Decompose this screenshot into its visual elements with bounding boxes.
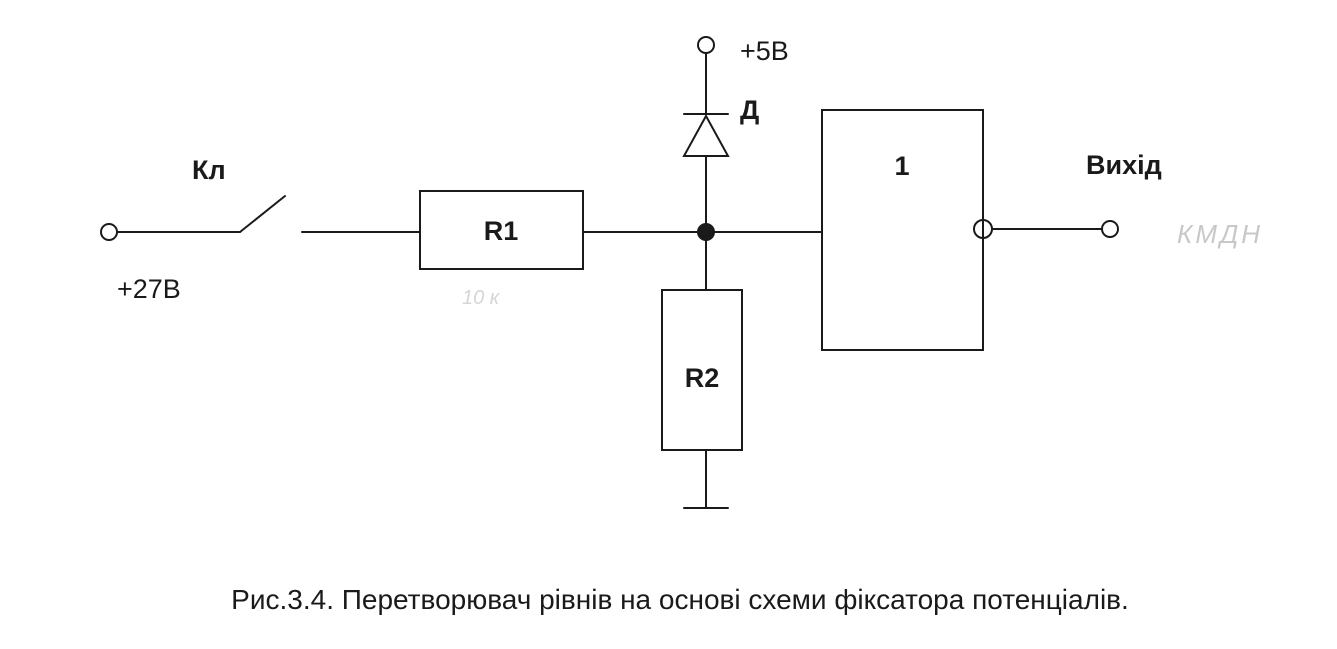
junction-node [697,223,715,241]
logic-gate [821,109,984,351]
output-label: Вихід [1086,150,1162,180]
resistor-r1 [419,190,584,270]
caption-text: Перетворювач рівнів на основі схеми фікс… [341,584,1129,615]
output-handwritten-note: КМДН [1177,219,1263,249]
supply-terminal [697,36,715,54]
output-terminal [1101,220,1119,238]
resistor-r2 [661,289,743,451]
supply-voltage-label: +5В [740,36,789,66]
r2-label: R2 [685,363,720,393]
switch-blade [239,195,286,233]
r1-label: R1 [484,216,519,246]
r1-handwritten-note: 10 к [462,287,501,309]
switch-label: Кл [192,155,226,185]
figure-number: Рис.3.4. [231,584,334,615]
diode-label: Д [740,95,759,125]
figure-caption: Рис.3.4. Перетворювач рівнів на основі с… [40,584,1320,616]
input-voltage-label: +27В [117,274,181,304]
gate-label: 1 [894,151,909,181]
input-terminal [100,223,118,241]
diode-triangle [682,113,730,157]
